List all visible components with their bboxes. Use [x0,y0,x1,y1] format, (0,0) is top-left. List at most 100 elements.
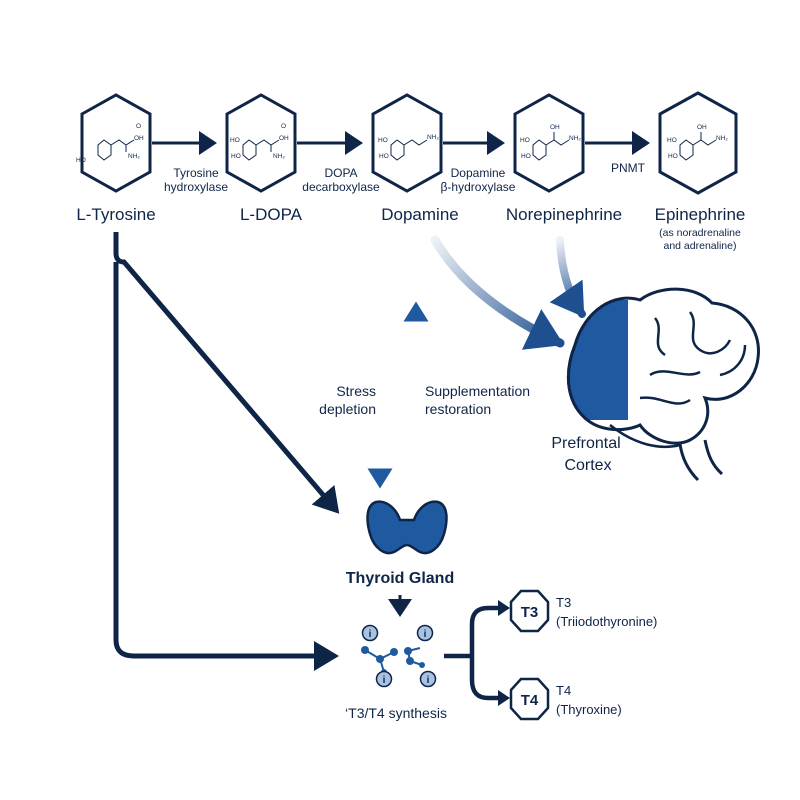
hormone-name: T4 [556,683,571,698]
group-label: NH₂ [128,153,140,160]
compound-subtitle: (as noradrenaline [659,227,741,239]
group-label: O [281,123,286,130]
prefrontal-cortex-region [566,300,628,420]
group-label: NH₂ [427,134,439,141]
hexagon-frame [658,91,738,195]
hexagon-frame [225,93,297,193]
hormone-badge-frame [509,589,550,633]
compound-name: Dopamine [381,205,459,224]
compound-dopamine: HO HO NH₂ Dopamine [371,93,459,224]
group-label: NH₂ [716,135,728,142]
iodine-atom-symbol: i [383,675,386,686]
enzyme-label: PNMT [611,161,646,175]
compound-l-tyrosine: HO OH NH₂ O L-Tyrosine [76,93,156,224]
stress-label: Stress [336,383,376,399]
compound-name: L-Tyrosine [76,205,155,224]
thyroid-lobes [366,500,448,555]
dopamine-to-cortex-arrow [430,235,565,350]
compound-epinephrine: HO HO OH NH₂ Epinephrine (as noradrenali… [655,91,746,252]
group-label: HO [231,153,241,160]
network-node [404,647,412,655]
enzyme-label: Dopamine [451,166,506,180]
network-node [376,655,384,663]
hexagon-frame [80,93,152,193]
hormone-fullname: (Thyroxine) [556,702,622,717]
group-label: OH [550,124,560,131]
benzene-ring [532,139,547,161]
iodine-atom-symbol: i [369,629,372,640]
group-label: HO [668,153,678,160]
side-chain-bonds [255,139,280,152]
norepinephrine-to-cortex-arrow [549,236,586,318]
network-node [361,646,369,654]
enzyme-label: β-hydroxylase [441,180,516,194]
iodine-atom-icon: i [419,670,437,688]
benzene-ring [242,139,257,161]
brain-icon [566,287,760,482]
iodine-atom-circle [375,670,393,688]
hormone-name: T3 [556,595,571,610]
group-label: HO [520,137,530,144]
enzyme-label: hydroxylase [164,180,228,194]
stress-label: depletion [319,401,376,417]
iodine-atom-symbol: i [424,629,427,640]
benzene-ring [97,139,112,161]
thyroid-gland-icon [366,500,448,555]
brain-label: Cortex [564,457,611,474]
brain-label: Prefrontal [551,435,620,452]
group-label: HO [379,153,389,160]
thyroid-label: Thyroid Gland [346,570,454,587]
supplement-label: Supplementation [425,383,530,399]
iodine-atom-circle [416,624,434,642]
hormone-badge-label: T4 [521,692,539,709]
network-node [390,648,398,656]
side-chain-bonds [403,139,428,146]
compound-name: Norepinephrine [506,205,622,224]
side-chain-bonds [692,132,717,146]
compound-name: L-DOPA [240,205,303,224]
group-label: HO [76,157,86,164]
group-label: HO [378,137,388,144]
hormone-badge-frame [509,677,550,721]
hormone-t3: T3 T3 (Triiodothyronine) [509,589,657,633]
group-label: OH [279,135,289,142]
side-chain-bonds [545,132,570,146]
iodine-atom-circle [361,624,379,642]
group-label: O [136,123,141,130]
compound-subtitle: and adrenaline) [664,240,737,252]
group-label: OH [697,124,707,131]
hormone-t4: T4 T4 (Thyroxine) [509,677,622,721]
synthesis-network-icon [361,646,425,675]
network-node [406,657,414,665]
group-label: HO [521,153,531,160]
tyrosine-to-synthesis-arrow [113,262,339,671]
iodine-atom-icon: i [416,624,434,642]
synthesis-label: ‘T3/T4 synthesis [345,705,447,721]
iodine-atom-circle [419,670,437,688]
tyrosine-to-thyroid-arrow [113,232,340,514]
compound-name: Epinephrine [655,205,746,224]
group-label: OH [134,135,144,142]
brain-gyri [609,311,747,449]
iodine-atom-icon: i [375,670,393,688]
side-chain-bonds [110,139,135,152]
enzyme-label: DOPA [324,166,357,180]
iodine-atom-icon: i [361,624,379,642]
hormone-badge-label: T3 [521,604,539,621]
group-label: HO [667,137,677,144]
group-label: NH₂ [273,153,285,160]
benzene-ring [390,139,405,161]
network-node [419,662,425,668]
enzyme-label: decarboxylase [302,180,380,194]
iodine-atom-symbol: i [427,675,430,686]
benzene-ring [679,139,694,161]
brain-stem [678,439,724,482]
hormone-fullname: (Triiodothyronine) [556,614,657,629]
compound-l-dopa: HO HO OH NH₂ O L-DOPA [225,93,303,224]
supplement-label: restoration [425,401,491,417]
group-label: HO [230,137,240,144]
compound-norepinephrine: HO HO OH NH₂ Norepinephrine [506,93,622,224]
arrowhead-t4 [498,690,510,706]
enzyme-label: Tyrosine [173,166,219,180]
arrowhead-t3 [498,600,510,616]
